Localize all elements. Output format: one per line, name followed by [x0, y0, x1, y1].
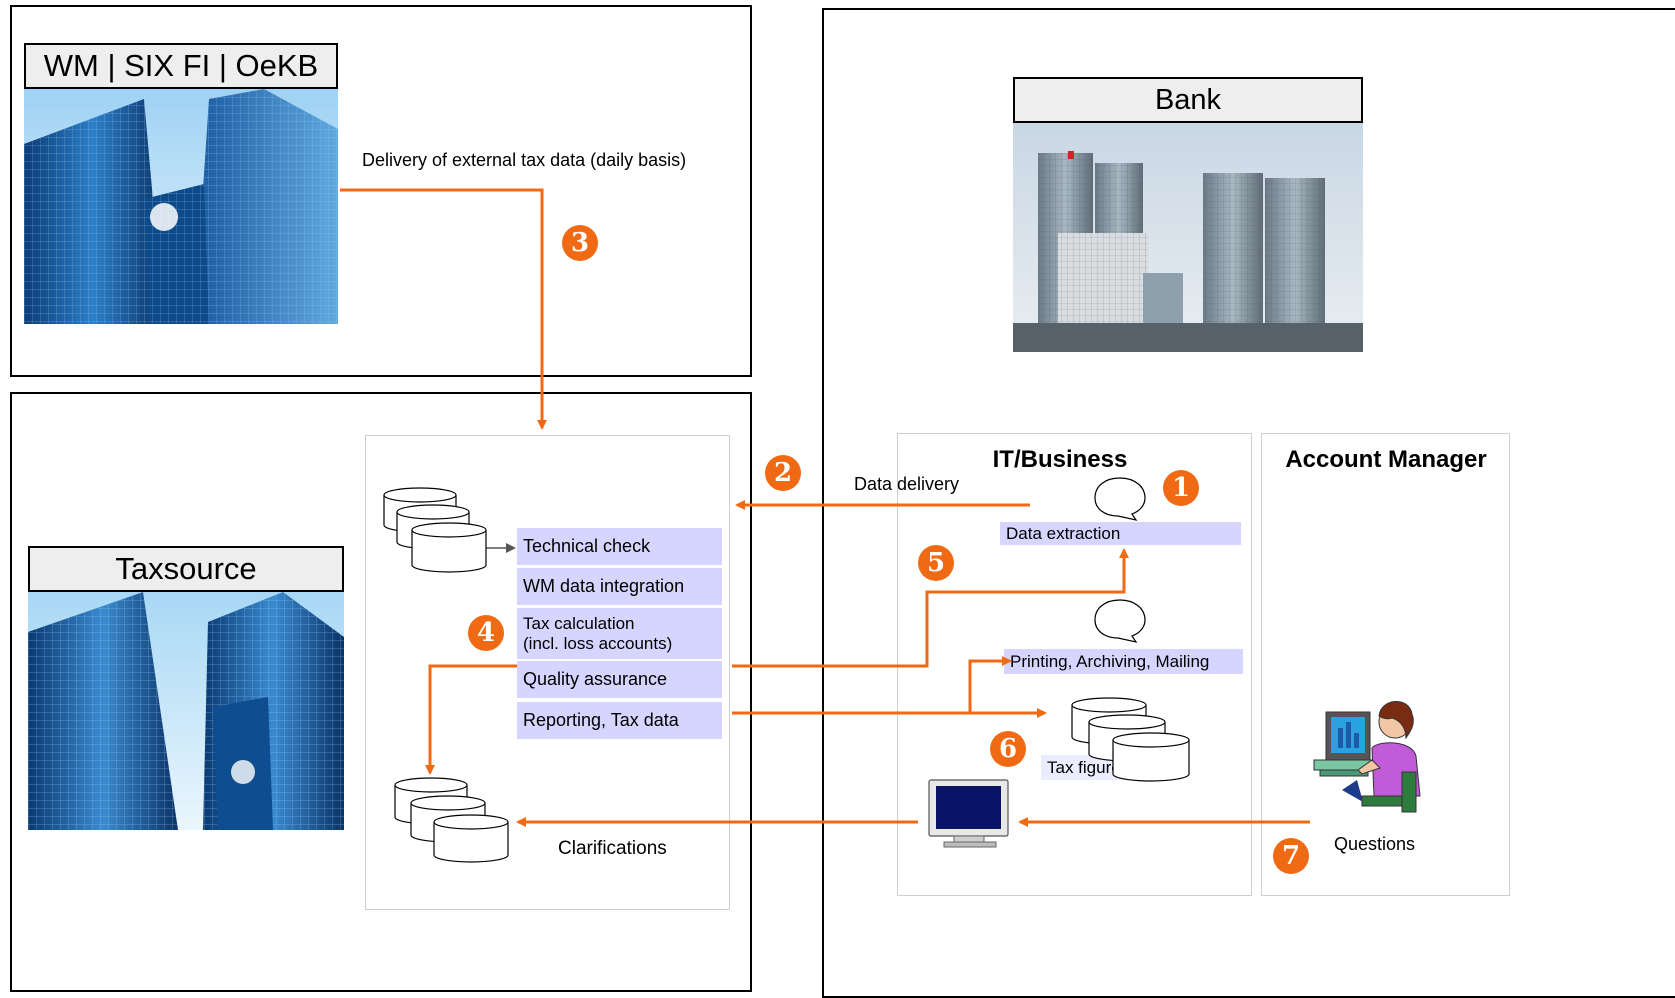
arrow-to-archive-db	[425, 664, 517, 775]
badge-5: 5	[918, 545, 954, 581]
bank-title: Bank	[1013, 77, 1363, 123]
arrow-to-data-extraction	[732, 548, 1129, 668]
badge-4: 4	[468, 615, 504, 651]
arrow-delivery-external-data	[340, 188, 547, 430]
it-business-header: IT/Business	[992, 446, 1128, 473]
account-manager-panel	[1261, 433, 1510, 896]
questions-label: Questions	[1334, 834, 1416, 854]
speech-bubble-icon-printing	[1094, 599, 1146, 643]
step-reporting-tax-data: Reporting, Tax data	[517, 702, 722, 739]
step-quality-assurance: Quality assurance	[517, 661, 722, 698]
data-extraction-box: Data extraction	[1000, 522, 1241, 545]
step-tax-calculation: Tax calculation (incl. loss accounts)	[517, 608, 722, 659]
step-wm-data-integration: WM data integration	[517, 568, 722, 605]
providers-building-photo-icon	[24, 89, 338, 324]
data-delivery-label: Data delivery	[854, 474, 960, 494]
person-at-computer-icon	[1313, 701, 1421, 813]
providers-title: WM | SIX FI | OeKB	[24, 43, 338, 89]
printing-archiving-mailing-box: Printing, Archiving, Mailing	[1004, 649, 1243, 674]
database-icon-tax-figures	[1071, 697, 1190, 782]
bank-towers-photo-icon	[1013, 123, 1363, 352]
step-technical-check: Technical check	[517, 528, 722, 565]
badge-2: 2	[765, 455, 801, 491]
account-manager-header: Account Manager	[1285, 446, 1487, 473]
badge-1: 1	[1163, 470, 1199, 506]
speech-bubble-icon-extraction	[1094, 477, 1146, 521]
delivery-label: Delivery of external tax data (daily bas…	[362, 150, 687, 170]
clarifications-label: Clarifications	[558, 838, 667, 859]
badge-7: 7	[1273, 838, 1309, 874]
providers-frame	[10, 5, 752, 377]
database-icon-archive	[394, 777, 509, 863]
taxsource-process-panel	[365, 435, 730, 910]
taxsource-title: Taxsource	[28, 546, 344, 592]
badge-3: 3	[562, 225, 598, 261]
monitor-icon	[928, 779, 1009, 848]
taxsource-building-photo-icon	[28, 592, 344, 830]
badge-6: 6	[990, 731, 1026, 767]
database-icon-input	[383, 487, 487, 573]
arrow-to-printing	[732, 656, 1012, 715]
